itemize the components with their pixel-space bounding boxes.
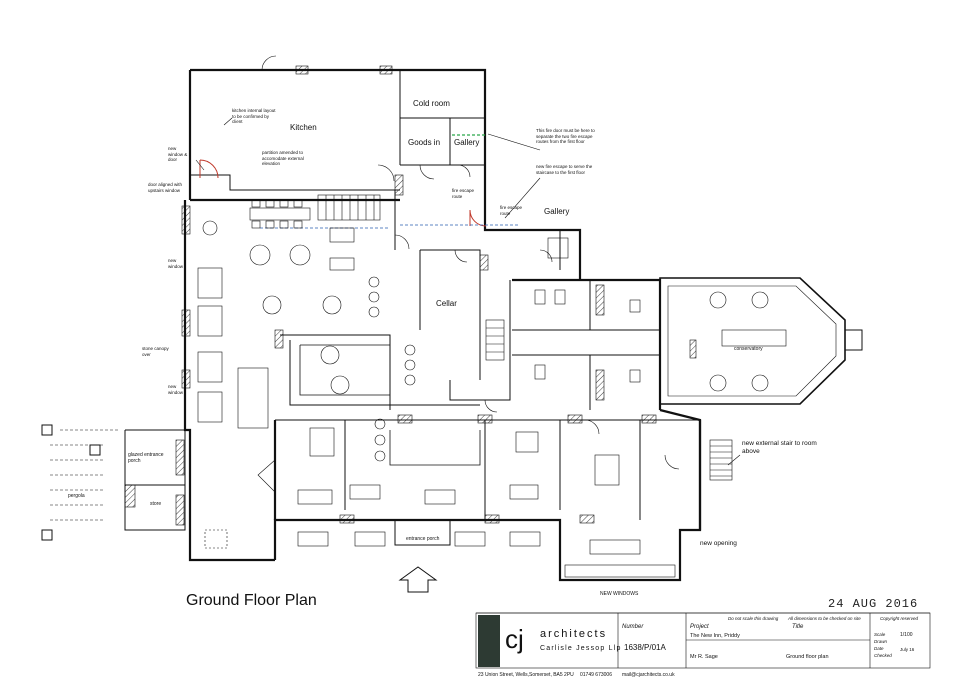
note-new-opening: new opening: [700, 540, 737, 547]
note-kitchen-layout: kitchen internal layout to be confirmed …: [232, 108, 276, 124]
wall-piers: [124, 65, 697, 526]
room-label-cellar: Cellar: [436, 299, 457, 308]
note-new-windows: NEW WINDOWS: [600, 591, 639, 597]
disclaimer-dimensions: All dimensions to be checked on site: [787, 616, 861, 621]
scale-label: Scale: [874, 632, 886, 637]
note-fire-escape-route-2: fire escape route: [500, 205, 523, 216]
drawing-title: Ground Floor Plan: [186, 592, 317, 609]
room-label-gallery-upper: Gallery: [454, 138, 479, 147]
date-value: July 16: [900, 647, 915, 652]
room-label-conservatory: conservatory: [734, 346, 763, 352]
checked-label: Checked: [874, 653, 892, 658]
room-label-kitchen: Kitchen: [290, 123, 317, 132]
title-value: Ground floor plan: [786, 654, 829, 660]
note-partition: partition amended to accomodate external…: [262, 150, 304, 166]
room-label-glazed-porch: glazed entrance porch: [128, 452, 164, 464]
date-label: Date: [874, 646, 884, 651]
note-external-stair: new external stair to room above: [742, 440, 817, 455]
date-stamp: 24 AUG 2016: [828, 597, 918, 611]
firm-name: architects: [540, 628, 607, 640]
room-label-entrance-porch: entrance porch: [406, 536, 440, 542]
number-value: 1638/P/01A: [624, 643, 666, 652]
note-new-window-1: new window: [168, 258, 184, 269]
furniture: [197, 199, 787, 555]
note-door-aligned: door aligned with upstairs window: [148, 182, 183, 193]
room-label-cold-room: Cold room: [413, 99, 450, 108]
project-value: The New Inn, Priddy: [690, 633, 740, 639]
address: 23 Union Street, Wells,Somerset, BA5 2PU: [478, 672, 574, 678]
firm-sub: Carlisle Jessop Llp: [540, 645, 622, 652]
room-label-gallery-lower: Gallery: [544, 207, 569, 216]
note-new-window-2: new window: [168, 384, 184, 395]
stair-treads: [317, 194, 733, 481]
door-swings: [199, 55, 680, 493]
room-label-store: store: [150, 501, 161, 507]
pergola-area: [41, 424, 186, 541]
number-label: Number: [622, 624, 644, 630]
drawn-label: Drawn: [874, 639, 888, 644]
note-new-window-door: new window & door: [168, 146, 188, 162]
phone: 01749 673006: [580, 672, 612, 678]
room-label-pergola: pergola: [68, 493, 85, 499]
note-fire-door: This fire door must be here to separate …: [536, 128, 595, 144]
logo-mark: cj: [505, 624, 524, 654]
copyright: Copyright reserved: [880, 616, 919, 621]
room-labels: Kitchen Cold room Goods in Gallery Galle…: [68, 99, 763, 542]
annotations: kitchen internal layout to be confirmed …: [142, 108, 817, 597]
scale-value: 1/100: [900, 632, 913, 638]
room-label-goods-in: Goods in: [408, 138, 440, 147]
exterior-walls: [183, 68, 863, 593]
title-label: Title: [792, 624, 804, 630]
note-fire-escape-new: new fire escape to serve the staircase t…: [536, 164, 593, 175]
disclaimer-scale: Do not scale this drawing: [728, 616, 779, 621]
title-block: cj architects Carlisle Jessop Llp Do not…: [475, 612, 931, 678]
logo-bar: [478, 615, 500, 667]
note-fire-escape-route: fire escape route: [452, 188, 475, 199]
client-value: Mr R. Sage: [690, 654, 718, 660]
note-stone-canopy: stone canopy over: [142, 346, 169, 357]
project-label: Project: [690, 624, 709, 630]
email: mail@cjarchitects.co.uk: [622, 672, 675, 678]
